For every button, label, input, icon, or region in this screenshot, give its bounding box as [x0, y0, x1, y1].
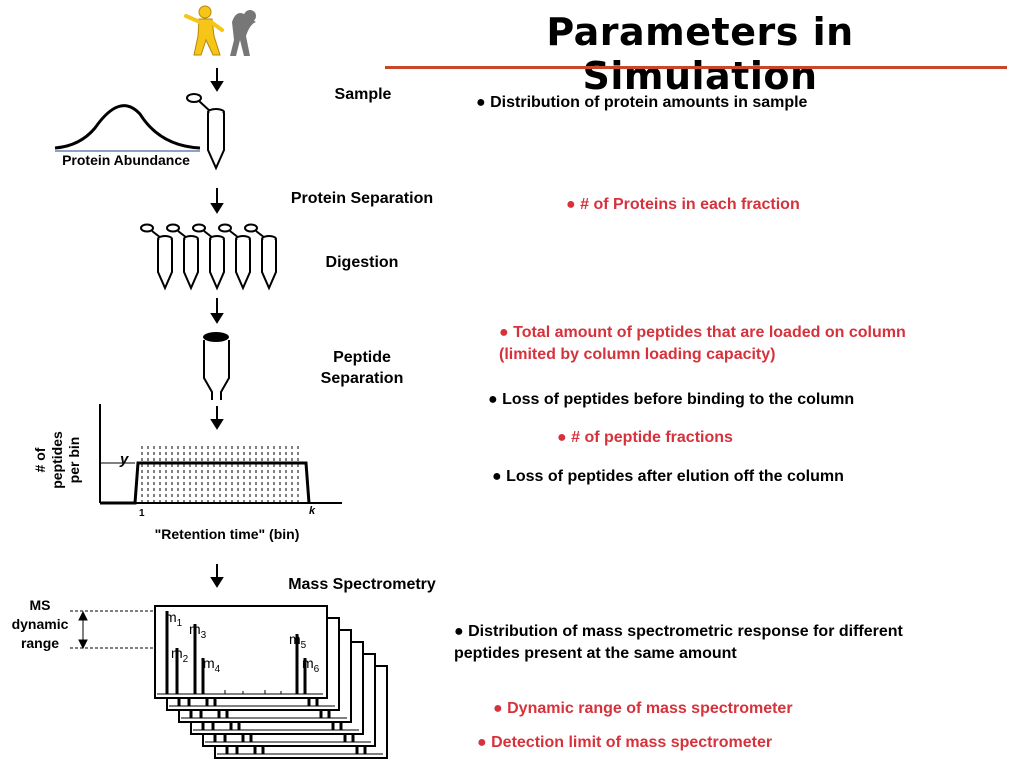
- dancing-figure-icon: [184, 5, 224, 56]
- mass-label-m2: m2: [171, 645, 189, 665]
- protein-abundance-label: Protein Abundance: [62, 152, 190, 168]
- column-icon: [203, 332, 230, 400]
- abundance-curve: [54, 104, 201, 152]
- spectra-stack: [154, 605, 388, 759]
- bullet-proteins-per-fraction: ● # of Proteins in each fraction: [566, 196, 800, 213]
- step-digestion: Digestion: [325, 254, 399, 271]
- mass-label-m5: m5: [289, 631, 307, 651]
- ms-dynamic-range-label: MS dynamic range: [11, 597, 69, 651]
- mass-label-m3: m3: [189, 621, 207, 641]
- sample-tube-icon: [186, 93, 225, 171]
- digestion-tubes-icon: [140, 223, 277, 291]
- step-mass-spectrometry: Mass Spectrometry: [288, 576, 436, 593]
- bullet-peptide-fractions: ● # of peptide fractions: [557, 429, 733, 446]
- page-title: Parameters in Simulation: [546, 10, 854, 98]
- bending-figure-icon: [230, 10, 256, 56]
- bin-end-label: k: [309, 505, 316, 517]
- retention-chart: [99, 404, 342, 505]
- title-divider: [385, 66, 1007, 69]
- bin-start-label: 1: [139, 508, 145, 519]
- spectrum-frame: [154, 605, 328, 699]
- bullet-column-loading: ● Total amount of peptides that are load…: [499, 324, 906, 363]
- step-sample: Sample: [334, 86, 392, 103]
- bullet-loss-before-binding: ● Loss of peptides before binding to the…: [488, 391, 855, 408]
- bullet-ms-response: ● Distribution of mass spectrometric res…: [454, 623, 903, 662]
- step-peptide-separation: Peptide Separation: [320, 349, 404, 387]
- y-axis-label: # of peptides per bin: [32, 431, 82, 489]
- mass-label-m1: m1: [165, 609, 183, 629]
- y-marker-label: y: [120, 451, 129, 468]
- bullet-detection-limit: ● Detection limit of mass spectrometer: [477, 734, 773, 751]
- mass-label-m6: m6: [302, 655, 320, 675]
- bullet-loss-after-elution: ● Loss of peptides after elution off the…: [492, 468, 844, 485]
- mass-label-m4: m4: [203, 655, 221, 675]
- bullet-dynamic-range: ● Dynamic range of mass spectrometer: [493, 700, 793, 717]
- bullet-protein-distribution: ● Distribution of protein amounts in sam…: [476, 94, 808, 111]
- step-protein-separation: Protein Separation: [290, 190, 434, 207]
- flow-arrows: [210, 68, 224, 588]
- x-axis-label: "Retention time" (bin): [154, 526, 300, 542]
